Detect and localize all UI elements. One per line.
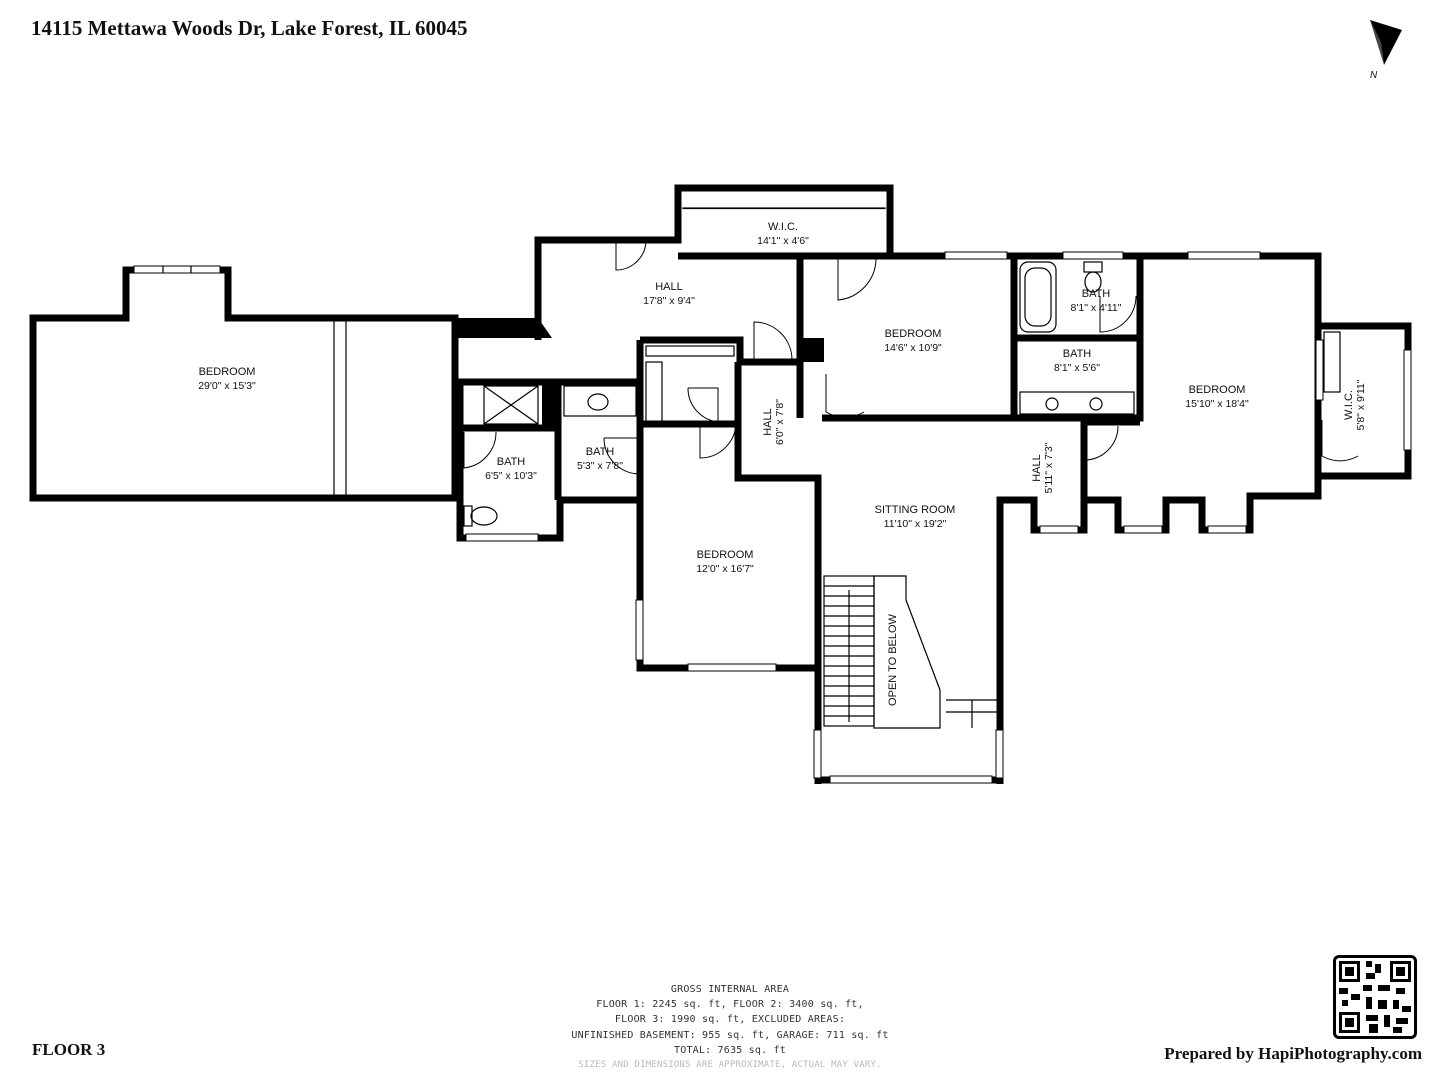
room-dims-wic-2: 5'8" x 9'11" bbox=[1355, 379, 1367, 430]
wall-hall-1 bbox=[534, 184, 894, 366]
room-dims-bedroom-4: 12'0" x 16'7" bbox=[696, 563, 754, 575]
area-line-4: TOTAL: 7635 sq. ft bbox=[674, 1044, 786, 1056]
room-name-hall-2: HALL bbox=[762, 408, 774, 436]
wall-bedroom-3 bbox=[1080, 252, 1322, 534]
room-dims-wic-1: 14'1" x 4'6" bbox=[757, 235, 809, 247]
room-name-bedroom-4: BEDROOM bbox=[697, 549, 754, 561]
floor-label: FLOOR 3 bbox=[32, 1040, 106, 1059]
room-name-wic-1: W.I.C. bbox=[768, 221, 798, 233]
room-name-bedroom-1: BEDROOM bbox=[199, 366, 256, 378]
room-dims-bedroom-2: 14'6" x 10'9" bbox=[884, 342, 942, 354]
property-address: 14115 Mettawa Woods Dr, Lake Forest, IL … bbox=[31, 16, 468, 40]
doors bbox=[463, 239, 1359, 475]
room-name-open-below: OPEN TO BELOW bbox=[887, 613, 899, 706]
room-dims-bath-4: 5'3" x 7'8" bbox=[577, 460, 623, 472]
gross-area-summary: GROSS INTERNAL AREA FLOOR 1: 2245 sq. ft… bbox=[560, 982, 900, 1073]
room-name-hall-3: HALL bbox=[1031, 454, 1043, 482]
room-labels: BEDROOM 29'0" x 15'3" W.I.C. 14'1" x 4'6… bbox=[198, 221, 1367, 706]
room-name-bath-1: BATH bbox=[1082, 288, 1111, 300]
area-line-3: UNFINISHED BASEMENT: 955 sq. ft, GARAGE:… bbox=[571, 1029, 889, 1041]
room-dims-sitting-room: 11'10" x 19'2" bbox=[884, 518, 947, 530]
room-name-bath-3: BATH bbox=[497, 456, 526, 468]
room-name-sitting-room: SITTING ROOM bbox=[875, 504, 956, 516]
room-name-wic-2: W.I.C. bbox=[1343, 390, 1355, 420]
room-dims-hall-2: 6'0" x 7'8" bbox=[774, 399, 786, 445]
room-dims-bath-3: 6'5" x 10'3" bbox=[485, 470, 537, 482]
room-name-hall-1: HALL bbox=[655, 281, 683, 293]
area-line-2: FLOOR 3: 1990 sq. ft, EXCLUDED AREAS: bbox=[614, 1014, 846, 1026]
room-dims-bath-2: 8'1" x 5'6" bbox=[1054, 362, 1100, 374]
qr-code-icon[interactable] bbox=[1333, 955, 1417, 1039]
room-dims-bath-1: 8'1" x 4'11" bbox=[1071, 302, 1122, 314]
wall-hall-3 bbox=[456, 378, 1088, 784]
windows bbox=[133, 251, 1412, 784]
area-title: GROSS INTERNAL AREA bbox=[670, 984, 790, 995]
room-dims-bedroom-3: 15'10" x 18'4" bbox=[1185, 398, 1249, 410]
area-disclaimer: SIZES AND DIMENSIONS ARE APPROXIMATE, AC… bbox=[578, 1060, 882, 1071]
room-name-bath-2: BATH bbox=[1063, 348, 1092, 360]
fixtures bbox=[333, 261, 1341, 729]
room-dims-bedroom-1: 29'0" x 15'3" bbox=[198, 380, 256, 392]
north-label: N bbox=[1370, 70, 1378, 81]
room-dims-hall-3: 5'11" x 7'3" bbox=[1043, 442, 1055, 493]
room-name-bedroom-2: BEDROOM bbox=[885, 328, 942, 340]
room-dims-hall-1: 17'8" x 9'4" bbox=[643, 295, 695, 307]
north-arrow-icon bbox=[1370, 20, 1402, 65]
wall-wedge bbox=[452, 318, 552, 338]
room-name-bath-4: BATH bbox=[586, 446, 615, 458]
room-name-bedroom-3: BEDROOM bbox=[1189, 384, 1246, 396]
prepared-by: Prepared by HapiPhotography.com bbox=[1164, 1044, 1422, 1063]
area-line-1: FLOOR 1: 2245 sq. ft, FLOOR 2: 3400 sq. … bbox=[596, 999, 864, 1011]
